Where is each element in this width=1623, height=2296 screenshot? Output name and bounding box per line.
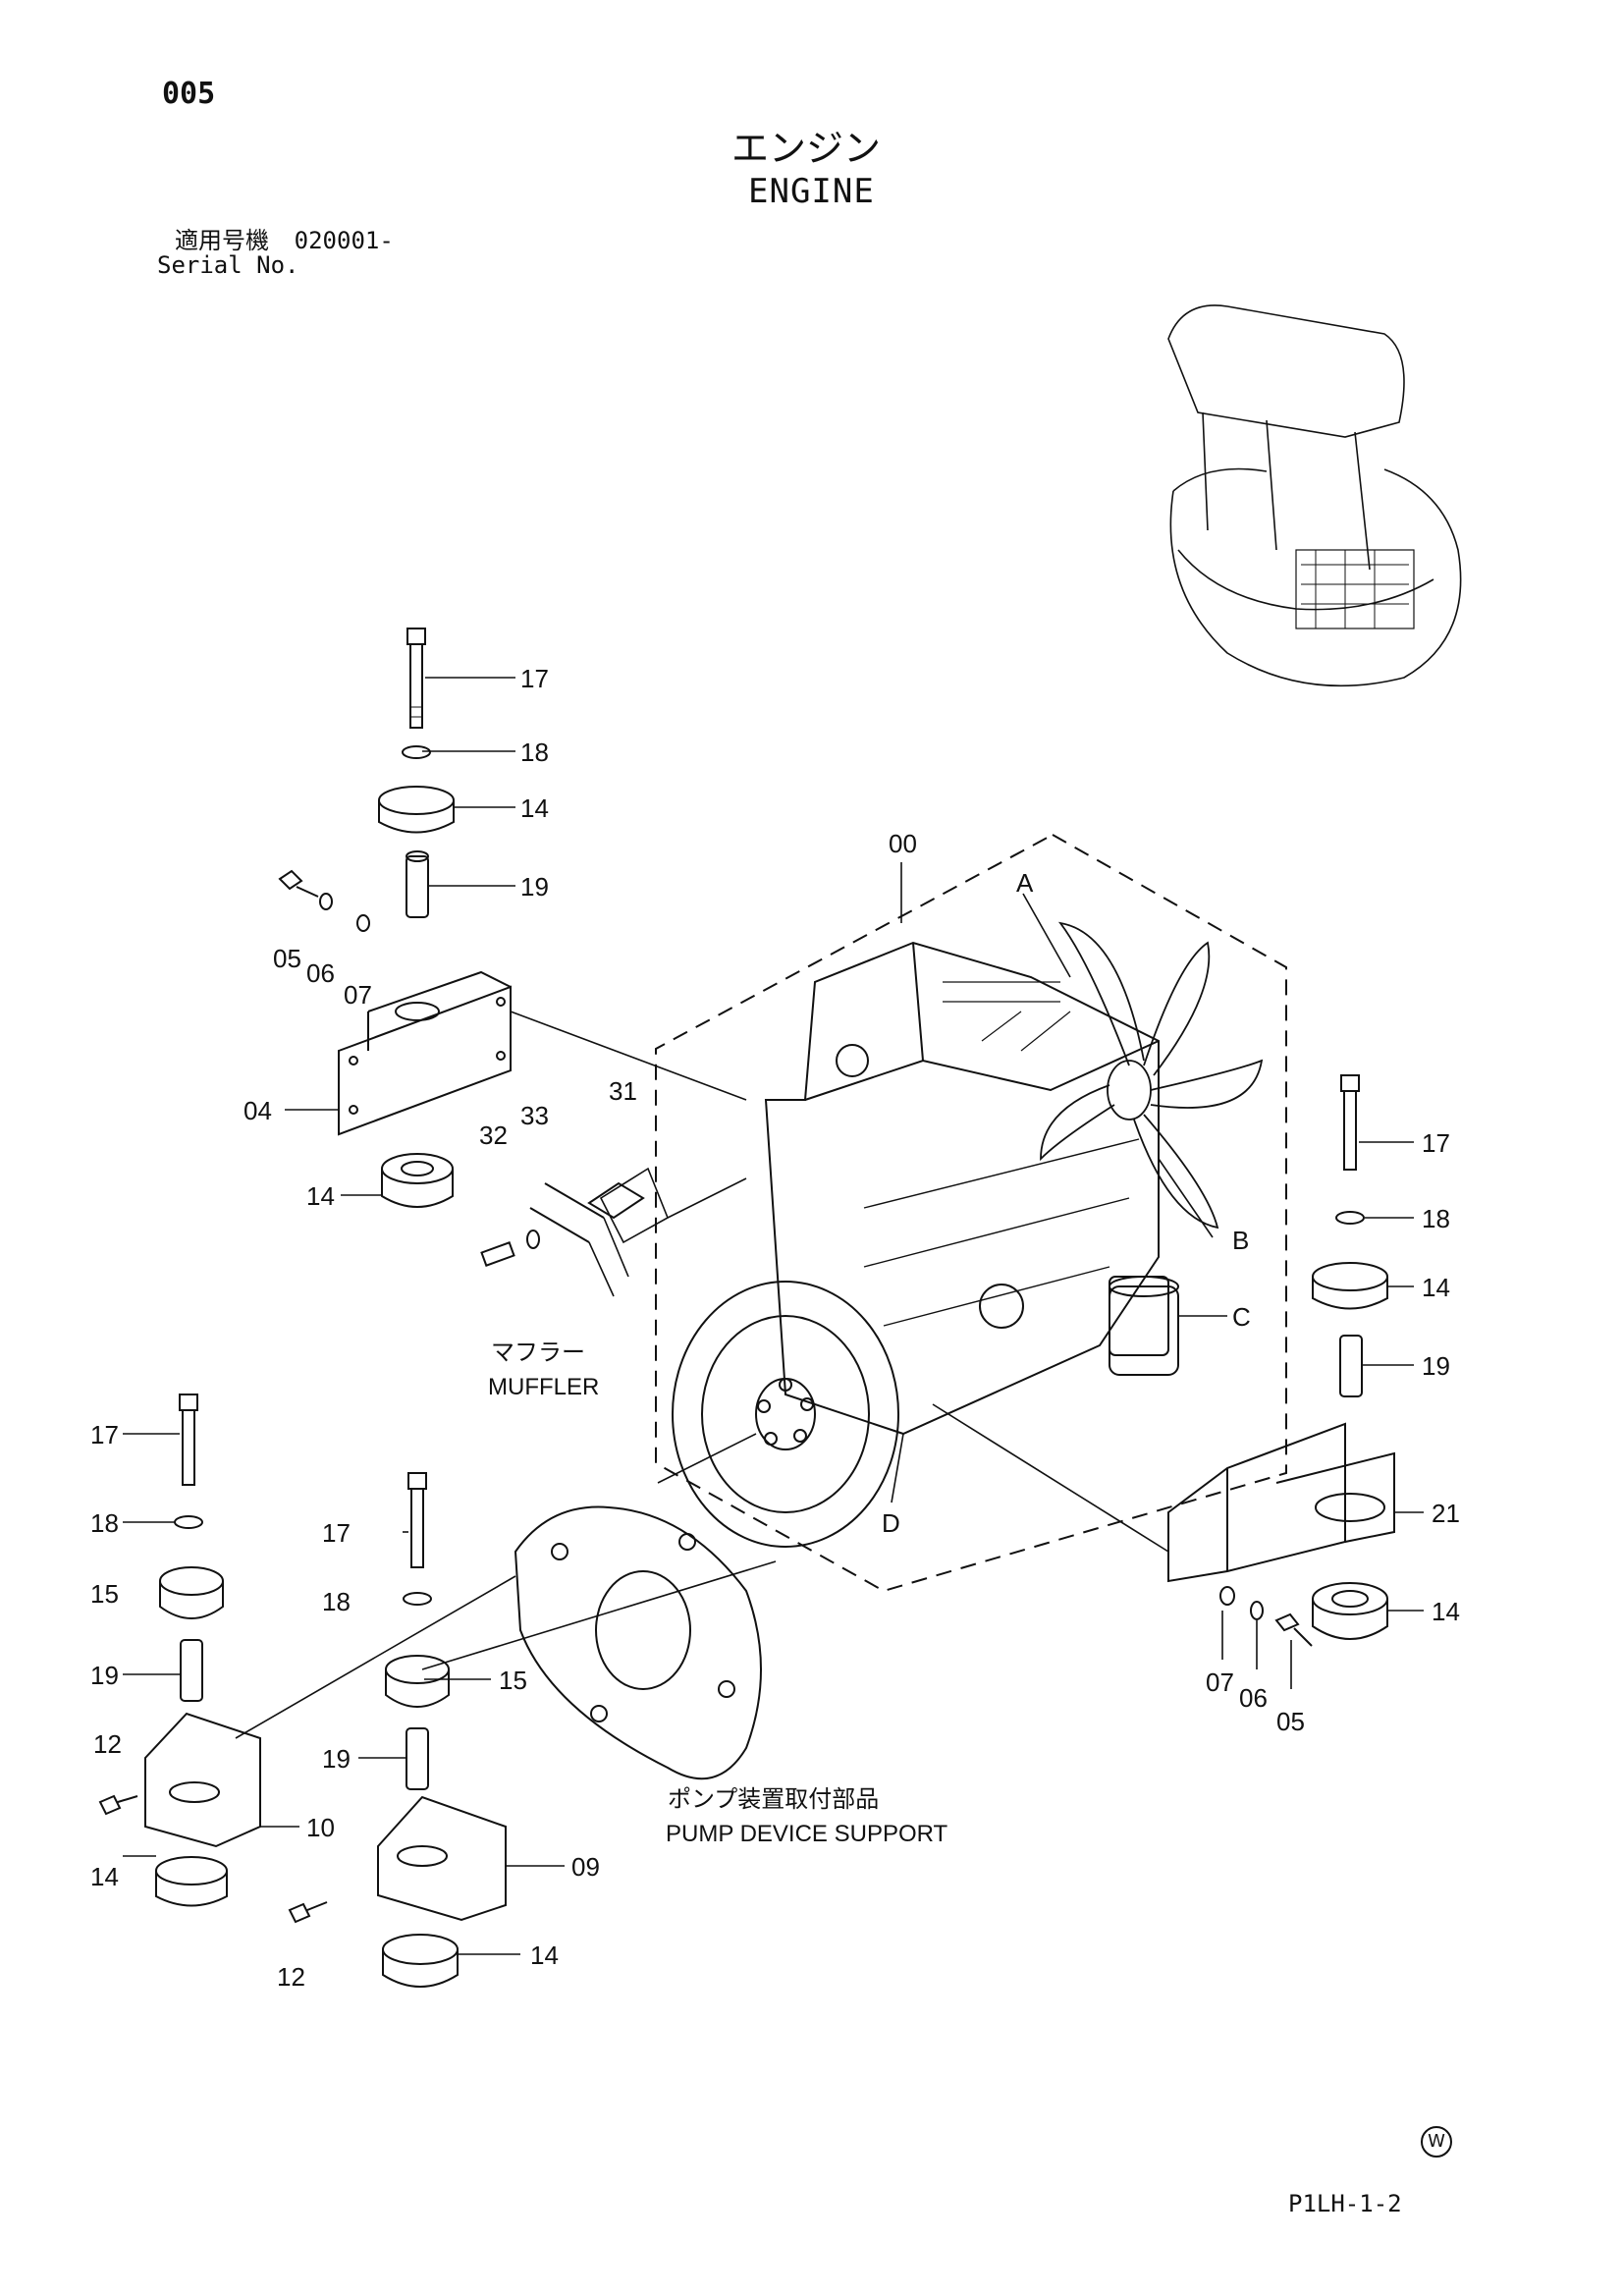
callout-18: 18 <box>90 1508 119 1538</box>
callout-14: 14 <box>90 1862 119 1891</box>
flywheel <box>672 1281 899 1548</box>
callout-19: 19 <box>1422 1351 1450 1381</box>
callout-D: D <box>882 1508 900 1538</box>
serial-value: 020001- <box>294 227 394 254</box>
title-english: ENGINE <box>748 172 875 211</box>
callout-17: 17 <box>1422 1128 1450 1158</box>
callout-07: 07 <box>1206 1667 1234 1697</box>
page-reference: P1LH-1-2 <box>1288 2190 1402 2217</box>
center-rubber-mount <box>382 1934 459 1988</box>
callout-15: 15 <box>90 1579 119 1609</box>
right-rubber-mount <box>1312 1582 1388 1640</box>
callout-12: 12 <box>277 1962 305 1992</box>
muffler <box>480 1167 670 1297</box>
lower-left-bolt <box>98 1794 138 1816</box>
callout-C: C <box>1232 1302 1251 1332</box>
callout-14: 14 <box>530 1941 559 1970</box>
engine-block <box>764 941 1169 1436</box>
callout-19: 19 <box>90 1661 119 1690</box>
muffler-label-jp: マフラー <box>491 1339 585 1366</box>
cooling-fan <box>1040 921 1264 1230</box>
callout-labels: 00 A B C D 17 18 14 19 05 06 07 04 14 32… <box>90 664 1460 1992</box>
right-small-hardware <box>1219 1586 1313 1647</box>
callout-14: 14 <box>306 1181 335 1211</box>
callout-00: 00 <box>889 829 917 858</box>
callout-32: 32 <box>479 1121 508 1150</box>
pump-label-en: PUMP DEVICE SUPPORT <box>666 1821 948 1847</box>
muffler-label-en: MUFFLER <box>488 1374 599 1400</box>
callout-21: 21 <box>1432 1499 1460 1528</box>
part-labels: マフラー MUFFLER ポンプ装置取付部品 PUMP DEVICE SUPPO… <box>488 1339 948 1847</box>
center-bolt <box>288 1901 328 1924</box>
callout-04: 04 <box>243 1096 272 1125</box>
title-japanese: エンジン <box>731 127 882 170</box>
center-mount-stack <box>385 1472 450 1790</box>
right-bracket <box>1167 1422 1395 1583</box>
callout-17: 17 <box>90 1420 119 1449</box>
callout-18: 18 <box>520 738 549 767</box>
callout-12: 12 <box>93 1729 122 1759</box>
serial-label-english: Serial No. <box>157 251 299 279</box>
right-mount-stack <box>1312 1074 1388 1397</box>
left-bracket <box>338 970 512 1136</box>
callout-A: A <box>1016 868 1034 898</box>
left-mount-stack <box>378 628 455 918</box>
callout-07: 07 <box>344 980 372 1010</box>
engine-assembly-boundary <box>655 833 1287 1593</box>
page-number: 005 <box>162 77 216 111</box>
callout-14: 14 <box>520 793 549 823</box>
callout-17: 17 <box>322 1518 351 1548</box>
leader-lines <box>123 677 1424 1955</box>
machine-thumbnail <box>1167 304 1462 687</box>
left-small-hardware <box>278 869 370 932</box>
callout-18: 18 <box>322 1587 351 1616</box>
callout-19: 19 <box>520 872 549 902</box>
callout-10: 10 <box>306 1813 335 1842</box>
lower-left-rubber-mount <box>155 1856 228 1907</box>
pump-device-support <box>514 1505 762 1780</box>
callout-33: 33 <box>520 1101 549 1130</box>
callout-B: B <box>1232 1226 1249 1255</box>
callout-19: 19 <box>322 1744 351 1774</box>
serial-label-jp: 適用号機 <box>175 227 269 254</box>
left-rubber-mount <box>381 1153 454 1208</box>
callout-05: 05 <box>1276 1707 1305 1736</box>
oil-filter <box>1109 1276 1179 1376</box>
callout-14: 14 <box>1422 1273 1450 1302</box>
callout-17: 17 <box>520 664 549 693</box>
serial-label-japanese: 適用号機 020001- <box>175 221 394 255</box>
callout-14: 14 <box>1432 1597 1460 1626</box>
watermark-symbol: W <box>1421 2126 1452 2158</box>
callout-06: 06 <box>306 958 335 988</box>
callout-05: 05 <box>273 944 301 973</box>
center-bracket <box>377 1795 507 1922</box>
pump-label-jp: ポンプ装置取付部品 <box>668 1786 879 1813</box>
lower-left-mount-stack <box>159 1394 224 1702</box>
callout-09: 09 <box>571 1852 600 1882</box>
callout-18: 18 <box>1422 1204 1450 1233</box>
callout-15: 15 <box>499 1666 527 1695</box>
callout-06: 06 <box>1239 1683 1268 1713</box>
callout-31: 31 <box>609 1076 637 1106</box>
